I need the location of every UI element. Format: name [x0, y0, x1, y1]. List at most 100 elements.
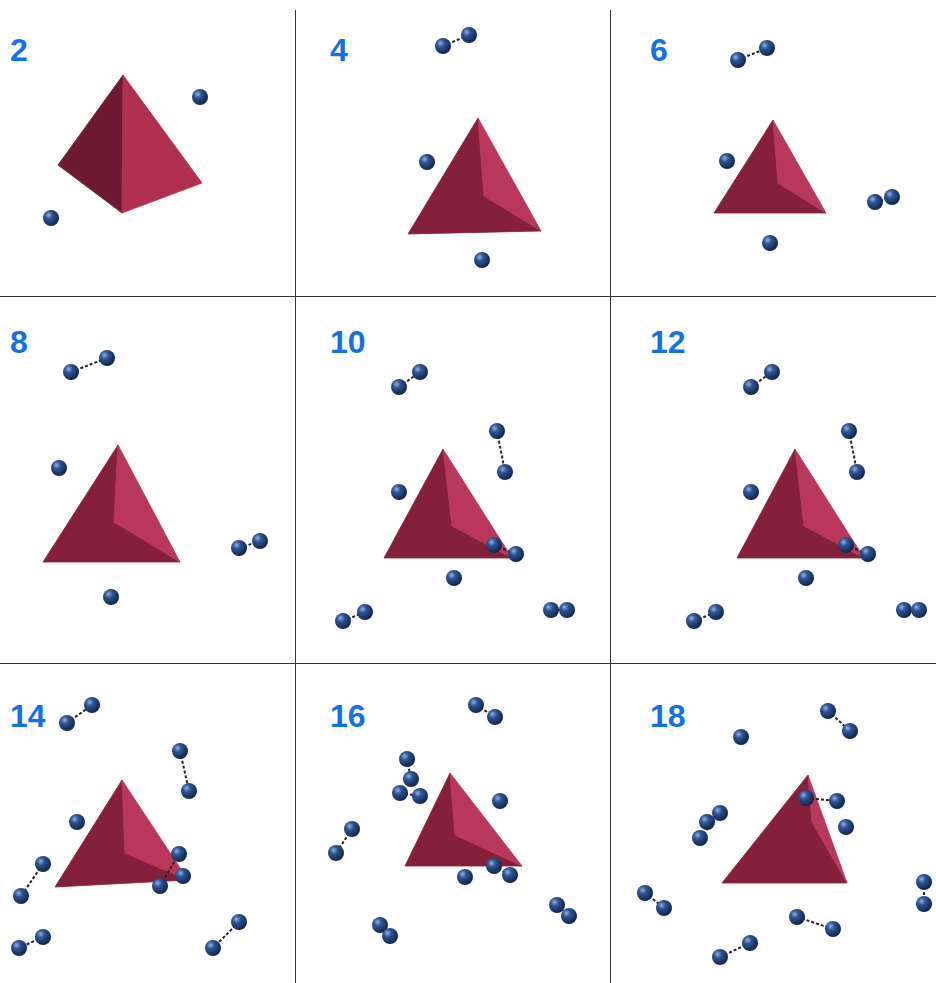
atom: [392, 785, 408, 801]
atom: [916, 896, 932, 912]
atom: [11, 27, 932, 965]
atom: [13, 888, 29, 904]
atom: [172, 743, 188, 759]
dashed-bond: [19, 35, 924, 957]
atom: [84, 697, 100, 713]
atom: [435, 38, 451, 54]
tetra-face: [43, 445, 180, 562]
atom: [487, 709, 503, 725]
atom: [759, 40, 775, 56]
atom: [43, 210, 59, 226]
atom: [205, 940, 221, 956]
atom: [764, 364, 780, 380]
atom: [911, 602, 927, 618]
tetra-face: [55, 780, 188, 887]
atom: [798, 790, 814, 806]
atom: [419, 154, 435, 170]
atom: [712, 805, 728, 821]
atom: [457, 869, 473, 885]
tetra-face: [773, 120, 826, 213]
panel-number: 4: [330, 34, 348, 66]
atom: [492, 793, 508, 809]
atom: [35, 929, 51, 945]
atom: [730, 52, 746, 68]
atom: [789, 909, 805, 925]
tetra-face: [122, 780, 188, 880]
atom: [559, 602, 575, 618]
atom: [152, 878, 168, 894]
atom: [231, 540, 247, 556]
atom: [798, 570, 814, 586]
tetra-face: [478, 118, 541, 231]
atom: [686, 613, 702, 629]
grid-line: [0, 10, 936, 983]
atom: [412, 364, 428, 380]
atom: [742, 935, 758, 951]
atom: [446, 570, 462, 586]
panel-number: 18: [650, 700, 686, 732]
atom: [231, 914, 247, 930]
atom: [867, 194, 883, 210]
tetra-face: [114, 445, 180, 562]
atom: [743, 379, 759, 395]
atom: [35, 856, 51, 872]
atom: [51, 460, 67, 476]
atom: [884, 189, 900, 205]
atom: [637, 885, 653, 901]
tetra-face: [737, 449, 864, 558]
atom: [699, 814, 715, 830]
atom: [192, 89, 208, 105]
tetra-face: [443, 449, 512, 558]
atom: [63, 364, 79, 380]
atom: [403, 771, 419, 787]
atom: [719, 153, 735, 169]
atom: [391, 379, 407, 395]
panel-number: 12: [650, 326, 686, 358]
atom: [841, 423, 857, 439]
panel-number: 16: [330, 700, 366, 732]
panel-number: 8: [10, 326, 28, 358]
atom: [842, 723, 858, 739]
atom: [838, 819, 854, 835]
atom: [461, 27, 477, 43]
atom: [838, 537, 854, 553]
atom: [474, 252, 490, 268]
atom: [99, 350, 115, 366]
atom: [382, 928, 398, 944]
atom: [692, 830, 708, 846]
atom: [69, 814, 85, 830]
atom: [171, 846, 187, 862]
tetra-face: [384, 449, 512, 558]
atom: [328, 845, 344, 861]
atom: [468, 697, 484, 713]
tetra-face: [58, 75, 123, 213]
atom: [252, 533, 268, 549]
tetra-face: [450, 773, 522, 866]
tetrahedron: [43, 75, 864, 887]
atom: [708, 604, 724, 620]
tetra-face: [405, 773, 522, 866]
atom: [412, 788, 428, 804]
atom: [743, 484, 759, 500]
atom: [103, 589, 119, 605]
panel-number: 10: [330, 326, 366, 358]
atom: [344, 821, 360, 837]
atom: [561, 908, 577, 924]
atom: [916, 874, 932, 890]
atom: [502, 867, 518, 883]
atom: [391, 484, 407, 500]
atom: [486, 537, 502, 553]
panel-number: 14: [10, 700, 46, 732]
atom: [656, 900, 672, 916]
tetra-face: [714, 120, 826, 213]
tetra-face: [58, 75, 202, 213]
tetra-face: [722, 775, 847, 883]
atom: [181, 783, 197, 799]
atom: [489, 423, 505, 439]
atom: [549, 897, 565, 913]
atom: [712, 949, 728, 965]
atom: [896, 602, 912, 618]
atom: [175, 868, 191, 884]
atom: [497, 464, 513, 480]
atom: [543, 602, 559, 618]
